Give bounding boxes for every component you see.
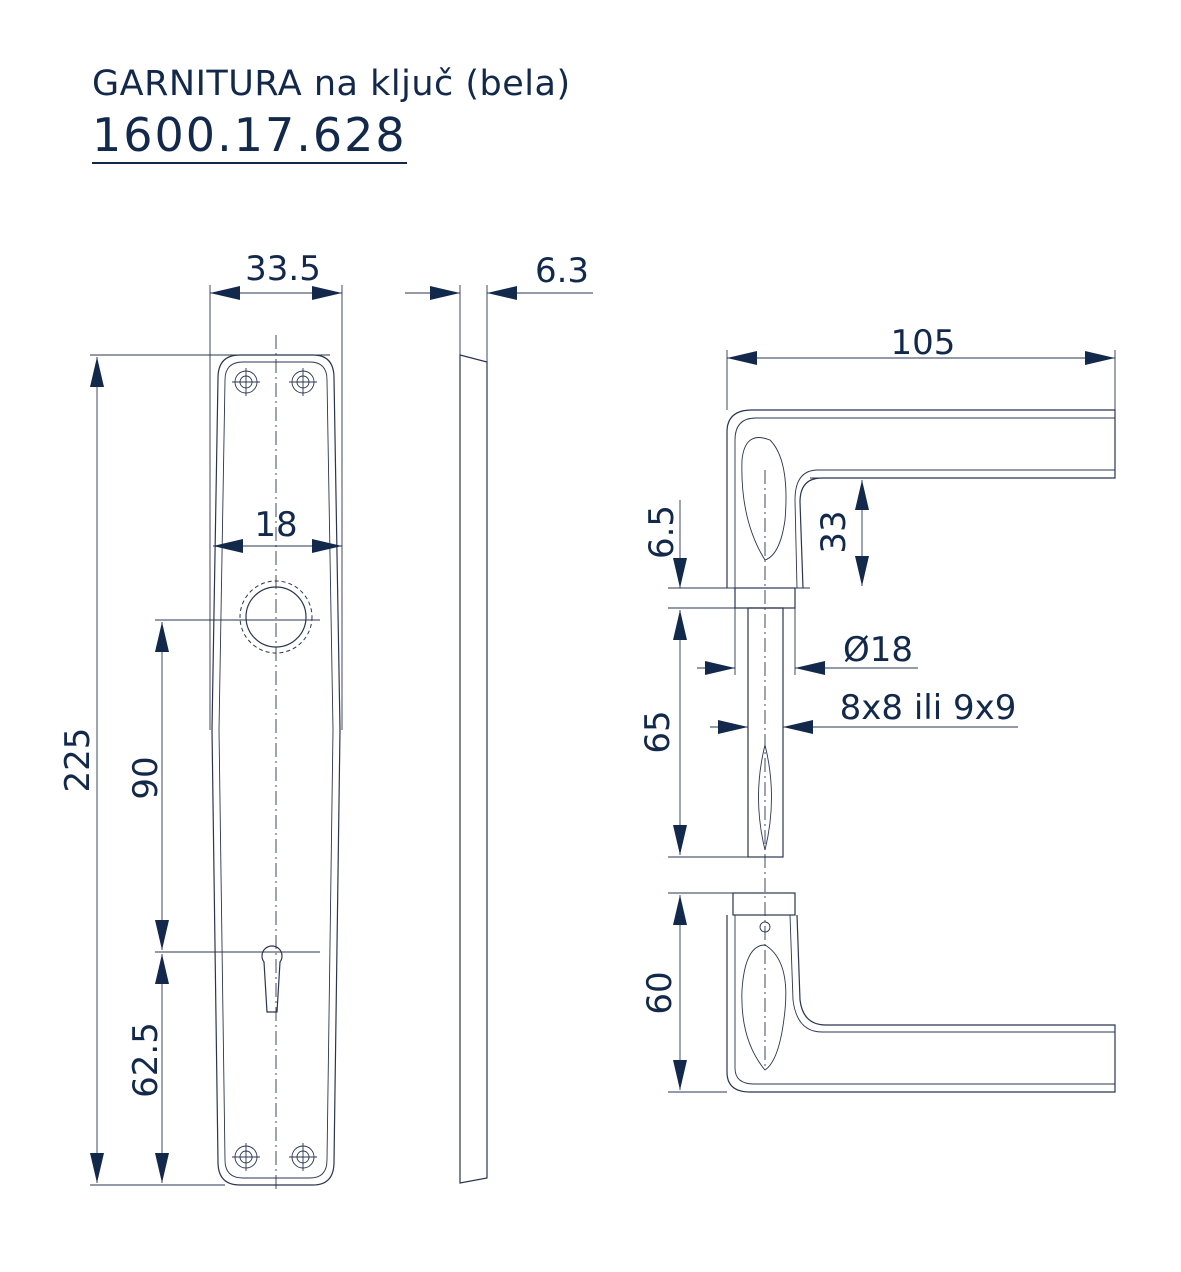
lower-handle	[668, 892, 1116, 1093]
dimension-spindle-square: 8x8 ili 9x9	[710, 688, 1018, 734]
svg-text:65: 65	[638, 710, 678, 753]
screw-hole-icon	[232, 1143, 260, 1171]
dimension-handle-length: 105	[727, 323, 1115, 365]
svg-text:225: 225	[58, 728, 98, 793]
dimension-grip-height: 33	[814, 480, 869, 586]
svg-text:90: 90	[126, 756, 166, 799]
dimension-rosette-thickness: 6.5	[642, 500, 687, 588]
screw-hole-icon	[289, 1143, 317, 1171]
dimension-thickness: 6.3	[405, 251, 593, 300]
side-plate	[459, 285, 488, 1184]
svg-text:18: 18	[254, 505, 297, 545]
dimension-rosette: 18	[213, 505, 342, 553]
dimension-upper-distance: 90	[126, 622, 169, 950]
upper-handle	[726, 350, 1116, 589]
svg-text:33.5: 33.5	[245, 249, 321, 289]
svg-text:62.5: 62.5	[126, 1022, 166, 1098]
screw-hole-icon	[232, 368, 260, 396]
dimension-neck-diameter: Ø18	[697, 630, 918, 675]
dimension-height: 225	[58, 357, 104, 1183]
screw-hole-icon	[289, 368, 317, 396]
dimension-spindle-length: 65	[638, 610, 687, 855]
svg-text:6.3: 6.3	[535, 251, 589, 291]
spindle	[668, 470, 810, 1070]
screw-icon	[759, 921, 771, 933]
product-title: GARNITURA na ključ (bela)	[92, 64, 571, 104]
front-plate	[90, 285, 343, 1190]
rosette-hole-icon	[239, 580, 313, 654]
svg-text:33: 33	[814, 510, 854, 553]
dimension-lower-distance: 62.5	[126, 954, 169, 1183]
svg-text:8x8 ili 9x9: 8x8 ili 9x9	[840, 688, 1017, 728]
dimension-lower-height: 60	[640, 895, 687, 1090]
svg-text:105: 105	[891, 323, 956, 363]
svg-text:60: 60	[640, 971, 680, 1014]
dimension-width: 33.5	[210, 249, 342, 300]
product-code: 1600.17.628	[92, 108, 407, 164]
keyhole-icon	[261, 945, 283, 1013]
svg-text:6.5: 6.5	[642, 505, 682, 559]
svg-text:Ø18: Ø18	[843, 630, 913, 670]
